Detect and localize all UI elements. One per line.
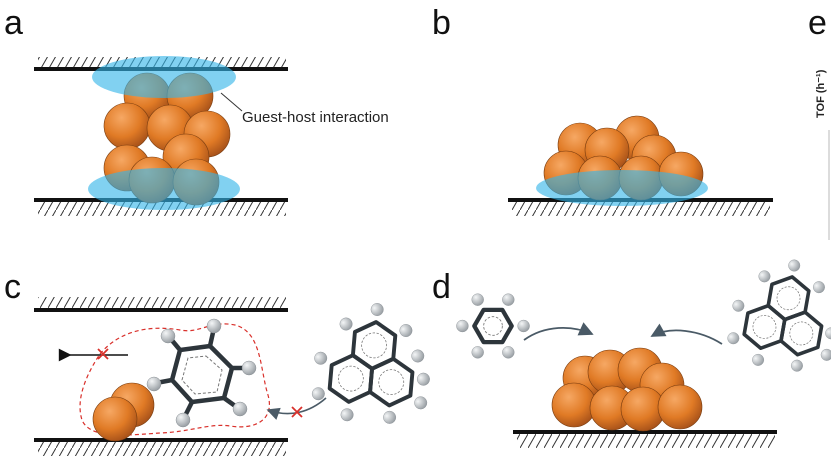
- annotation-leader: [220, 92, 243, 112]
- benzene-molecule: [456, 293, 530, 359]
- particle-cluster: [551, 347, 703, 432]
- benzene-molecule: [146, 318, 257, 428]
- panel-d: d: [432, 259, 831, 448]
- interaction-zone: [536, 170, 708, 206]
- panel-label-a: a: [4, 4, 23, 42]
- particle-cluster: [543, 115, 704, 201]
- adsorption-arrow: [650, 323, 723, 345]
- desorption-arrow: [523, 322, 594, 341]
- panel-c: c: [4, 268, 430, 456]
- interaction-zone-top: [92, 56, 236, 98]
- guest-host-annotation: Guest-host interaction: [242, 109, 389, 126]
- phenanthrene-molecule: [727, 259, 831, 372]
- confinement-outline: [79, 323, 270, 436]
- panel-label-e: e: [808, 4, 827, 42]
- top-plate-hatching: [38, 297, 286, 309]
- panel-b: b: [432, 4, 773, 216]
- blocked-entry-arrow: [266, 397, 327, 420]
- panel-label-c: c: [4, 268, 21, 306]
- interaction-zone-bottom: [88, 168, 240, 210]
- support-plate-hatching: [512, 202, 770, 216]
- panel-label-b: b: [432, 4, 451, 42]
- particle-pair: [92, 382, 155, 442]
- bottom-plate-hatching: [38, 442, 286, 456]
- tof-axis-label: TOF (h⁻¹): [815, 69, 827, 118]
- blocked-x-marker: [291, 406, 303, 418]
- panel-e: e TOF (h⁻¹): [808, 4, 830, 240]
- support-plate-hatching: [517, 434, 775, 448]
- phenanthrene-molecule: [311, 303, 430, 424]
- blocked-x-marker: [97, 348, 109, 360]
- panel-label-d: d: [432, 268, 451, 306]
- panel-a: a Guest-host interaction: [4, 4, 389, 216]
